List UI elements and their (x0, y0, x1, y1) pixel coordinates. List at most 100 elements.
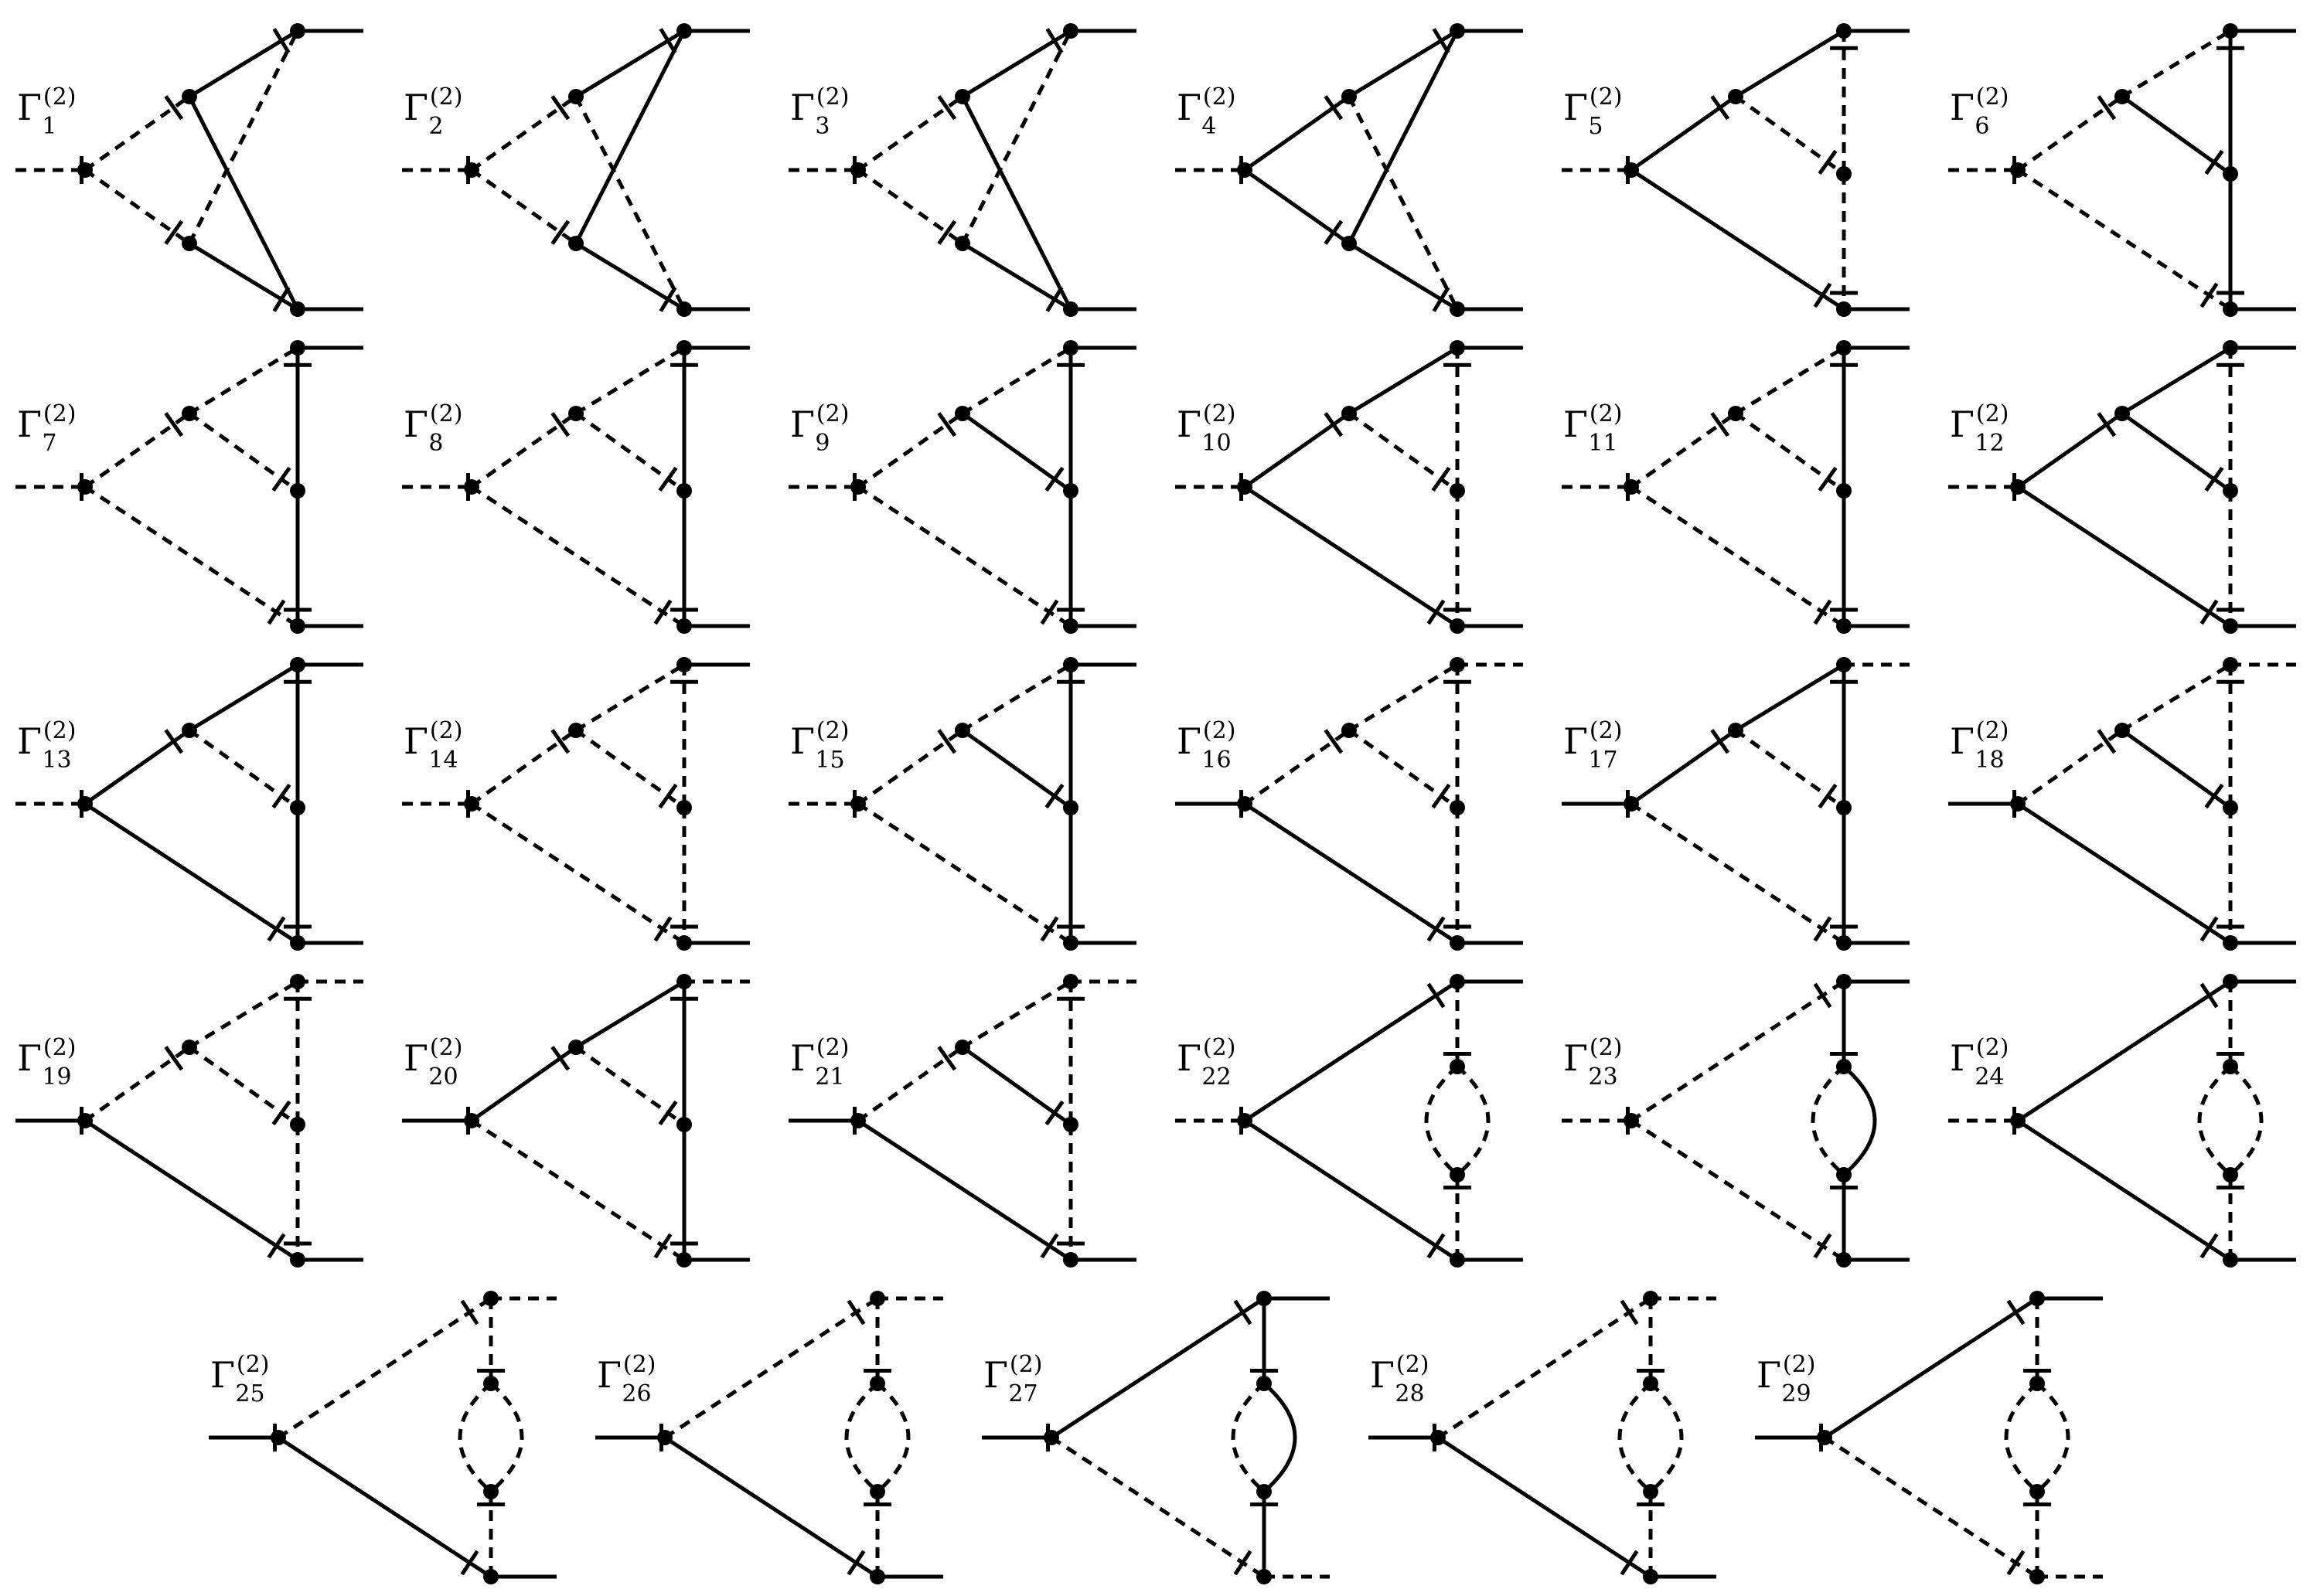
bubble-arc (844, 1382, 879, 1493)
cut-mark (659, 286, 677, 312)
cut-mark (1426, 916, 1446, 942)
cut-mark (1813, 282, 1832, 308)
bubble-arc (1649, 1382, 1684, 1493)
propagator (470, 1045, 578, 1123)
vertex-dot (2010, 162, 2026, 178)
label-superscript: (2) (1203, 717, 1236, 744)
vertex-dot (1450, 1167, 1465, 1183)
propagator (1348, 662, 1459, 733)
vertex-dot (657, 1430, 673, 1445)
cut-mark (1324, 95, 1344, 121)
diagram-26: Γ(2)26 (595, 1291, 943, 1584)
vertex-dot (1341, 89, 1357, 104)
propagator (1630, 801, 1845, 945)
propagator (574, 345, 686, 416)
vertex-dot (1450, 657, 1465, 672)
label-subscript: 3 (815, 113, 830, 140)
cut-mark (1040, 916, 1059, 942)
cut-mark (1818, 783, 1838, 809)
diagram-label: Γ(2)27 (983, 1351, 1042, 1407)
diagram-2: Γ(2)2 (402, 23, 750, 317)
vertex-dot (464, 479, 479, 495)
cut-mark (937, 729, 957, 754)
cut-mark (460, 1550, 479, 1576)
propagator (857, 94, 964, 172)
cut-mark (937, 412, 957, 437)
label-subscript: 5 (1588, 113, 1603, 140)
label-superscript: (2) (816, 400, 850, 427)
propagator (188, 728, 299, 810)
vertex-dot (676, 935, 692, 951)
vertex-dot (1836, 483, 1852, 499)
label-superscript: (2) (1783, 1351, 1816, 1378)
label-subscript: 19 (42, 1063, 71, 1091)
vertex-dot (1836, 1167, 1852, 1183)
propagator (188, 345, 299, 416)
propagator (2016, 94, 2124, 172)
label-subscript: 13 (42, 747, 71, 774)
cut-mark (2097, 95, 2117, 121)
bubble-arc (2197, 1065, 2232, 1176)
vertex-dot (1728, 406, 1743, 421)
diagram-label: Γ(2)5 (1563, 83, 1622, 140)
vertex-dot (1044, 1430, 1059, 1445)
cut-mark (659, 28, 677, 54)
label-subscript: 2 (428, 113, 443, 140)
cut-mark (1324, 219, 1344, 245)
diagram-20: Γ(2)20 (402, 974, 750, 1268)
diagram-label: Γ(2)2 (404, 83, 462, 140)
cut-mark (267, 1233, 286, 1259)
vertex-dot (2223, 166, 2238, 182)
label-superscript: (2) (1203, 1034, 1236, 1061)
cut-mark (1710, 729, 1730, 754)
diagram-label: Γ(2)12 (1950, 400, 2009, 457)
label-subscript: 29 (1781, 1380, 1811, 1407)
vertex-dot (955, 89, 970, 104)
vertex-dot (290, 340, 305, 356)
label-superscript: (2) (1976, 717, 2009, 744)
propagator (2121, 29, 2232, 99)
vertex-dot (1836, 23, 1852, 39)
propagator (188, 29, 299, 99)
vertex-dot (290, 935, 305, 951)
vertex-dot (1728, 723, 1743, 738)
vertex-dot (568, 723, 584, 738)
diagram-23: Γ(2)23 (1562, 974, 1910, 1268)
vertex-dot (850, 1113, 866, 1128)
diagram-label: Γ(2)4 (1177, 83, 1235, 140)
vertex-dot (1836, 974, 1852, 989)
cut-mark (653, 1233, 673, 1259)
cut-mark (1233, 1299, 1252, 1325)
diagram-label: Γ(2)28 (1370, 1351, 1429, 1407)
propagator (2121, 345, 2232, 416)
propagator (663, 1435, 879, 1579)
diagram-label: Γ(2)16 (1177, 717, 1235, 774)
diagram-28: Γ(2)28 (1368, 1291, 1716, 1584)
cut-mark (1710, 95, 1730, 121)
vertex-dot (1643, 1291, 1658, 1306)
vertex-dot (1341, 723, 1357, 738)
propagator (574, 241, 686, 311)
vertex-dot (568, 1040, 584, 1055)
diagram-label: Γ(2)26 (597, 1351, 656, 1407)
diagram-22: Γ(2)22 (1175, 974, 1523, 1268)
propagator (857, 801, 1072, 945)
vertex-dot (1817, 1430, 1832, 1445)
cut-mark (1045, 28, 1064, 54)
propagator (2121, 94, 2232, 176)
diagram-label: Γ(2)9 (790, 400, 849, 457)
propagator (2016, 411, 2124, 489)
bubble-arc (2036, 1382, 2070, 1493)
vertex-dot (290, 483, 305, 499)
label-subscript: 24 (1975, 1063, 2004, 1091)
cut-mark (1324, 729, 1344, 754)
propagator (1348, 411, 1459, 493)
vertex-dot (1063, 1252, 1078, 1268)
label-subscript: 14 (428, 747, 458, 774)
propagator (1436, 1435, 1652, 1579)
label-subscript: 18 (1975, 747, 2004, 774)
vertex-dot (1836, 340, 1852, 356)
vertex-dot (955, 1040, 970, 1055)
cut-mark (1324, 412, 1344, 437)
label-superscript: (2) (43, 400, 77, 427)
